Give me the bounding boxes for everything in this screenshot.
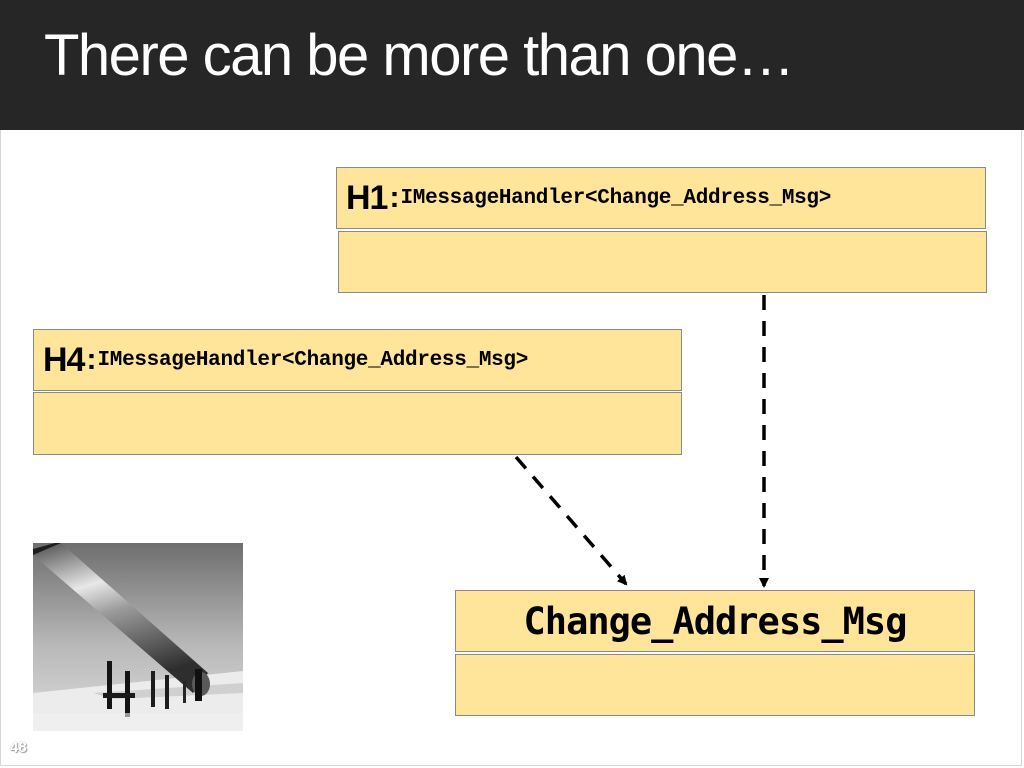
message-name: Change_Address_Msg: [523, 599, 908, 643]
slide-area: [0, 130, 1022, 766]
handler-h1-separator: :: [389, 181, 400, 214]
message-body: [455, 654, 975, 716]
message-header: Change_Address_Msg: [455, 590, 975, 652]
handler-h4-type: IMessageHandler<Change_Address_Msg>: [97, 348, 529, 372]
page-number: 48: [10, 739, 27, 756]
handler-h1-header: H1 : IMessageHandler<Change_Address_Msg>: [336, 167, 986, 229]
connector-h4-to-message: [514, 455, 628, 586]
handler-h1-body: [338, 231, 987, 293]
handler-h1-type: IMessageHandler<Change_Address_Msg>: [400, 186, 832, 210]
pipeline-photo-icon: [33, 543, 243, 731]
title-bar: There can be more than one…: [0, 0, 1024, 130]
handler-h4-header: H4 : IMessageHandler<Change_Address_Msg>: [33, 329, 682, 391]
handler-h4-id: H4: [43, 340, 85, 379]
handler-h1-id: H1: [346, 178, 388, 217]
handler-h4-body: [33, 392, 682, 455]
handler-h4-separator: :: [86, 343, 97, 376]
slide-title: There can be more than one…: [44, 23, 795, 88]
